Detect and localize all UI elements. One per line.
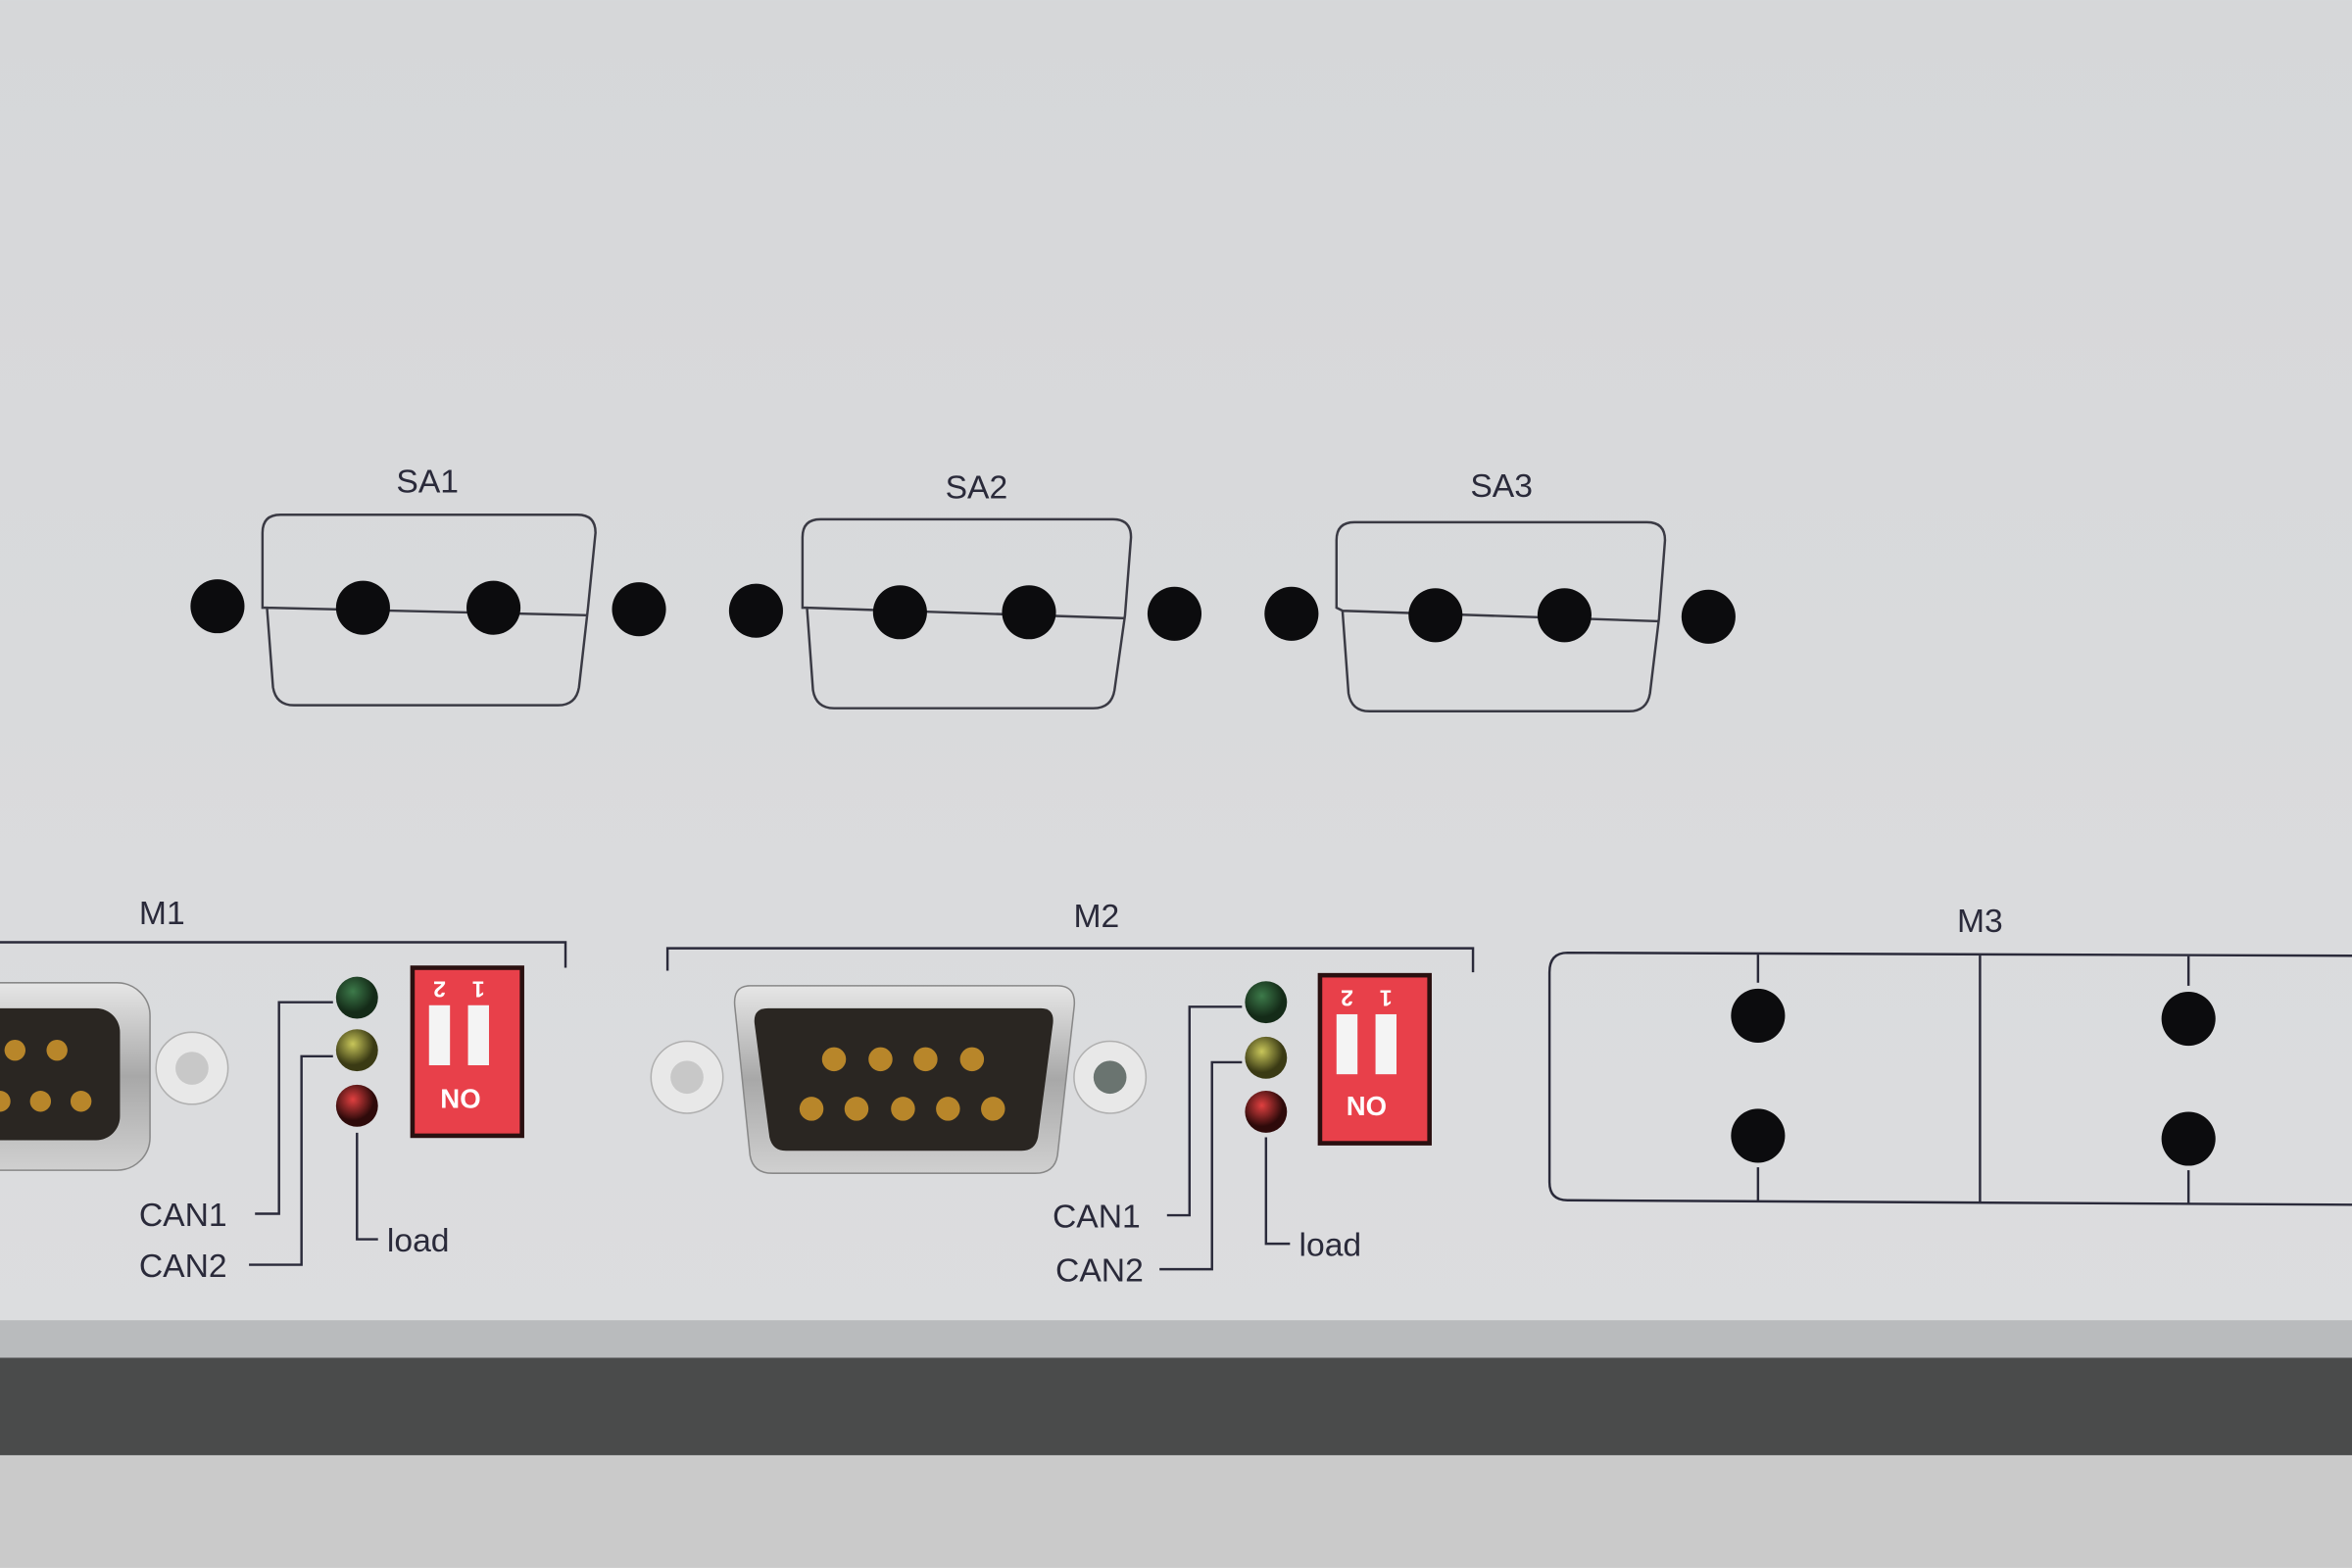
dip-1-label: 1 [472, 976, 485, 1002]
db9-connector-m1[interactable] [0, 982, 151, 1171]
dip-2-label: 2 [1341, 985, 1353, 1010]
dip-on-label: ON [440, 1083, 480, 1113]
can2-label: CAN2 [1055, 1252, 1144, 1289]
slot-sa1: SA1 [261, 464, 597, 707]
can2-label: CAN2 [139, 1249, 227, 1285]
led-can2-yellow [335, 1029, 378, 1072]
screw-icon [1073, 1040, 1148, 1114]
led-load-red [335, 1084, 378, 1127]
dip-2-label: 2 [433, 976, 446, 1002]
slot-sa3-label: SA3 [1470, 468, 1533, 505]
led-can2-yellow [1245, 1036, 1288, 1079]
screw-icon [650, 1040, 724, 1114]
slot-sa2-label: SA2 [946, 469, 1008, 506]
dip-1-label: 1 [1380, 985, 1393, 1010]
dip-switch-m2[interactable]: ON 2 1 [1317, 972, 1432, 1146]
panel-face [0, 0, 2352, 1350]
slot-sa1-label: SA1 [396, 464, 459, 500]
module-m1: M1 CAN1 CAN2 load ON 2 1 [0, 896, 567, 1285]
db9-connector-m2[interactable] [733, 985, 1076, 1174]
dip-on-label: ON [1347, 1091, 1387, 1121]
slot-sa2: SA2 [801, 469, 1133, 710]
floor [0, 1454, 2352, 1568]
led-load-red [1245, 1091, 1288, 1133]
module-m1-label: M1 [139, 896, 185, 932]
module-m2-label: M2 [1073, 899, 1119, 935]
can1-label: CAN1 [139, 1198, 227, 1234]
can1-label: CAN1 [1053, 1199, 1141, 1235]
led-can1-green [1245, 981, 1288, 1024]
panel-edge [0, 1320, 2352, 1358]
mounting-holes-row [190, 579, 1736, 644]
dip-switch-m1[interactable]: ON 2 1 [410, 965, 524, 1139]
slot-sa3: SA3 [1335, 468, 1667, 712]
module-m3: M3 [1547, 904, 2352, 1206]
load-label: load [387, 1223, 450, 1259]
screw-icon [155, 1031, 229, 1105]
load-label: load [1299, 1227, 1362, 1263]
module-m3-label: M3 [1957, 904, 2003, 940]
module-m2: M2 CAN1 CAN2 load ON 2 1 [650, 899, 1475, 1289]
led-can1-green [335, 976, 378, 1019]
panel-shadow [0, 1357, 2352, 1455]
blank-slot-holes [1731, 988, 2216, 1166]
